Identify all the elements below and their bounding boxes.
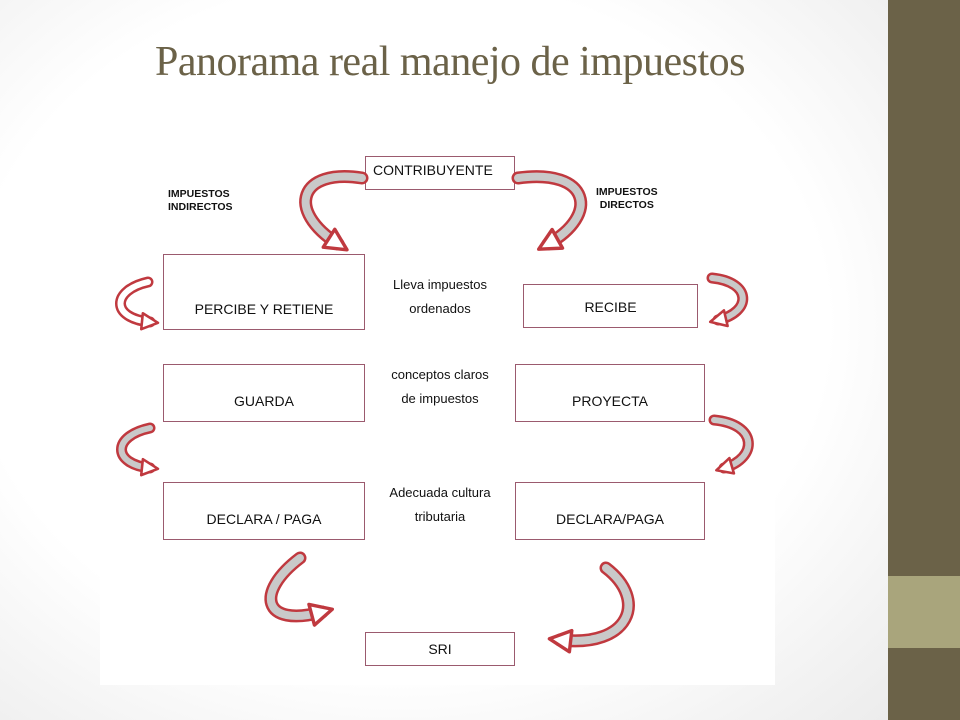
arrow-top-right-icon	[511, 170, 588, 251]
direct-taxes-label-line2: DIRECTOS	[599, 199, 654, 211]
guarda-box: GUARDA	[163, 364, 365, 422]
arrow-bottom-right-icon	[547, 561, 635, 654]
indirect-taxes-label-line2: INDIRECTOS	[168, 201, 233, 213]
recibe-label: RECIBE	[584, 299, 637, 315]
sri-box: SRI	[365, 632, 515, 666]
arrow-left-2-icon	[116, 422, 160, 477]
middle-text-1-line1: Lleva impuestos	[393, 277, 487, 292]
arrow-bottom-left-icon	[264, 551, 335, 627]
percibe-retiene-label: PERCIBE Y RETIENE	[194, 301, 334, 317]
middle-text-2-line1: conceptos claros	[391, 367, 489, 382]
declara-paga-right-box: DECLARA/PAGA	[515, 482, 705, 540]
side-bar-bottom	[888, 648, 960, 720]
sri-label: SRI	[428, 641, 452, 657]
declara-paga-right-label: DECLARA/PAGA	[556, 511, 664, 527]
arrow-left-1-icon	[115, 276, 160, 331]
guarda-label: GUARDA	[234, 393, 294, 409]
direct-taxes-label: IMPUESTOS DIRECTOS	[596, 186, 658, 212]
arrow-right-2-icon	[708, 414, 754, 475]
declara-paga-left-box: DECLARA / PAGA	[163, 482, 365, 540]
middle-text-1-line2: ordenados	[409, 301, 471, 316]
percibe-retiene-box: PERCIBE Y RETIENE	[163, 254, 365, 330]
slide-title: Panorama real manejo de impuestos	[155, 39, 745, 85]
direct-taxes-label-line1: IMPUESTOS	[596, 186, 658, 198]
side-bar-top	[888, 0, 960, 576]
middle-text-1: Lleva impuestos ordenados	[370, 273, 510, 321]
arrow-top-left-icon	[299, 170, 369, 252]
indirect-taxes-label: IMPUESTOS INDIRECTOS	[168, 188, 233, 214]
middle-text-3-line1: Adecuada cultura	[389, 485, 491, 500]
recibe-box: RECIBE	[523, 284, 698, 328]
contribuyente-box-label: CONTRIBUYENTE	[373, 162, 493, 178]
indirect-taxes-label-line1: IMPUESTOS	[168, 188, 230, 200]
contribuyente-box: CONTRIBUYENTE	[365, 156, 515, 190]
middle-text-3: Adecuada cultura tributaria	[370, 481, 510, 529]
proyecta-label: PROYECTA	[572, 393, 648, 409]
middle-text-2: conceptos claros de impuestos	[370, 363, 510, 411]
side-bar-middle	[888, 576, 960, 648]
middle-text-2-line2: de impuestos	[401, 391, 479, 406]
curved-arrows-layer	[115, 170, 754, 654]
arrow-right-1-icon	[706, 272, 749, 328]
proyecta-box: PROYECTA	[515, 364, 705, 422]
declara-paga-left-label: DECLARA / PAGA	[206, 511, 322, 527]
middle-text-3-line2: tributaria	[414, 509, 466, 524]
